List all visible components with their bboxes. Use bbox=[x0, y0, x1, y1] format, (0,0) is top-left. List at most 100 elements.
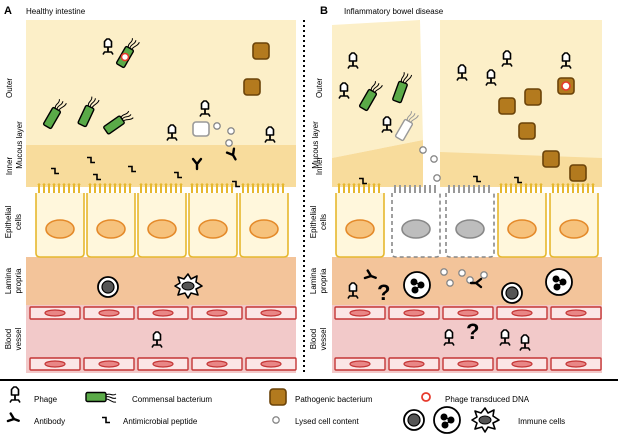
panel-b-title: Inflammatory bowel disease bbox=[344, 7, 444, 16]
red-blood-cell bbox=[137, 306, 189, 320]
legend-immune-icon bbox=[433, 406, 461, 434]
label-propria-b: propria bbox=[319, 268, 328, 293]
legend-pathogenic-icon bbox=[269, 388, 287, 406]
unknown-mark: ? bbox=[466, 319, 479, 344]
phage-icon bbox=[347, 52, 359, 70]
red-blood-cell bbox=[388, 357, 440, 371]
legend: Phage Commensal bacterium Pathogenic bac… bbox=[6, 386, 565, 434]
phage-icon bbox=[166, 124, 178, 142]
damaged-epithelial-cell bbox=[445, 184, 495, 258]
red-blood-cell bbox=[550, 357, 602, 371]
immune-cell bbox=[545, 268, 573, 296]
commensal-bacterium-transduced bbox=[115, 36, 141, 69]
inner-mucus-b-right bbox=[440, 152, 602, 187]
legend-phage-icon bbox=[9, 386, 21, 404]
legend-lysed-icon bbox=[272, 416, 280, 424]
epithelial-cell bbox=[137, 183, 187, 258]
legend-immune-icon bbox=[471, 407, 500, 433]
immune-cell bbox=[501, 282, 523, 304]
legend-antibody-label: Antibody bbox=[34, 417, 65, 426]
lysing-commensal-bacterium bbox=[394, 111, 419, 142]
immune-cell bbox=[403, 271, 431, 299]
epithelial-cell bbox=[86, 183, 136, 258]
red-blood-cell bbox=[29, 306, 81, 320]
phage-icon bbox=[151, 331, 163, 349]
legend-antibody-icon bbox=[6, 412, 22, 426]
pathogenic-bacterium bbox=[518, 122, 536, 140]
outer-mucus-b-right bbox=[440, 20, 602, 158]
immune-cell bbox=[97, 276, 119, 298]
label-lamina-b: Lamina bbox=[309, 267, 318, 294]
label-lamina-a: Lamina bbox=[4, 267, 13, 294]
transduced-dna-icon bbox=[561, 81, 571, 91]
phage-icon bbox=[347, 282, 359, 300]
legend-amp-label: Antimicrobial peptide bbox=[123, 417, 198, 426]
lysed-content bbox=[480, 271, 488, 279]
phage-icon bbox=[338, 82, 350, 100]
pathogenic-bacterium bbox=[524, 88, 542, 106]
lysed-content bbox=[433, 174, 441, 182]
lysed-content bbox=[446, 279, 454, 287]
epithelial-cell bbox=[188, 183, 238, 258]
panel-a-title: Healthy intestine bbox=[26, 7, 86, 16]
phage-icon bbox=[519, 334, 531, 352]
phage-icon bbox=[102, 38, 114, 56]
epithelial-cell bbox=[497, 183, 547, 258]
panel-a-letter: A bbox=[4, 5, 12, 17]
lamina-propria-a bbox=[26, 257, 296, 305]
legend-transduced-label: Phage transduced DNA bbox=[445, 395, 530, 404]
red-blood-cell bbox=[496, 357, 548, 371]
label-epithelial-a: Epithelial bbox=[4, 206, 13, 239]
damaged-epithelial-cell bbox=[391, 184, 441, 258]
legend-immune-icon bbox=[403, 409, 425, 431]
legend-amp-icon bbox=[101, 416, 111, 424]
pathogenic-bacterium bbox=[498, 97, 516, 115]
lysed-content bbox=[419, 146, 427, 154]
legend-commensal-label: Commensal bacterium bbox=[132, 395, 212, 404]
red-blood-cell bbox=[442, 357, 494, 371]
red-blood-cell bbox=[334, 306, 386, 320]
label-vessel-a: vessel bbox=[14, 327, 23, 350]
legend-phage-label: Phage bbox=[34, 395, 58, 404]
pathogenic-bacterium bbox=[542, 150, 560, 168]
label-mucous-a: Mucous layer bbox=[15, 121, 24, 169]
label-inner-b: Inner bbox=[315, 157, 324, 176]
legend-commensal-icon bbox=[85, 391, 117, 403]
red-blood-cell bbox=[83, 357, 135, 371]
phage-icon bbox=[456, 64, 468, 82]
phage-icon bbox=[560, 52, 572, 70]
red-blood-cell bbox=[137, 357, 189, 371]
pathogenic-bacterium bbox=[252, 42, 270, 60]
red-blood-cell bbox=[496, 306, 548, 320]
pathogenic-bacterium-transduced bbox=[557, 77, 575, 95]
red-blood-cell bbox=[191, 306, 243, 320]
label-blood-a: Blood bbox=[4, 329, 13, 349]
red-blood-cell bbox=[29, 357, 81, 371]
lysing-cell bbox=[192, 121, 210, 137]
legend-pathogenic-label: Pathogenic bacterium bbox=[295, 395, 373, 404]
inner-mucus-b-left bbox=[332, 140, 423, 187]
lysed-content bbox=[227, 127, 235, 135]
layer-labels-b: Outer Mucous layer Inner Epithelial cell… bbox=[309, 78, 328, 351]
phage-icon bbox=[501, 50, 513, 68]
epithelial-cell bbox=[35, 183, 85, 258]
unknown-mark: ? bbox=[377, 280, 390, 305]
legend-lysed-label: Lysed cell content bbox=[295, 417, 360, 426]
phage-icon bbox=[443, 329, 455, 347]
red-blood-cell bbox=[388, 306, 440, 320]
red-blood-cell bbox=[334, 357, 386, 371]
label-cells-a: cells bbox=[14, 214, 23, 230]
transduced-dna-icon bbox=[120, 52, 130, 62]
phage-icon bbox=[485, 69, 497, 87]
red-blood-cell bbox=[550, 306, 602, 320]
inner-mucus-a bbox=[26, 145, 296, 187]
legend-transduced-icon bbox=[421, 392, 431, 402]
label-propria-a: propria bbox=[14, 268, 23, 293]
label-mucous-b: Mucous layer bbox=[311, 121, 320, 169]
lysed-content bbox=[440, 268, 448, 276]
pathogenic-bacterium bbox=[243, 78, 261, 96]
lysed-content bbox=[225, 139, 233, 147]
red-blood-cell bbox=[83, 306, 135, 320]
label-vessel-b: vessel bbox=[319, 327, 328, 350]
pathogenic-bacterium bbox=[569, 164, 587, 182]
